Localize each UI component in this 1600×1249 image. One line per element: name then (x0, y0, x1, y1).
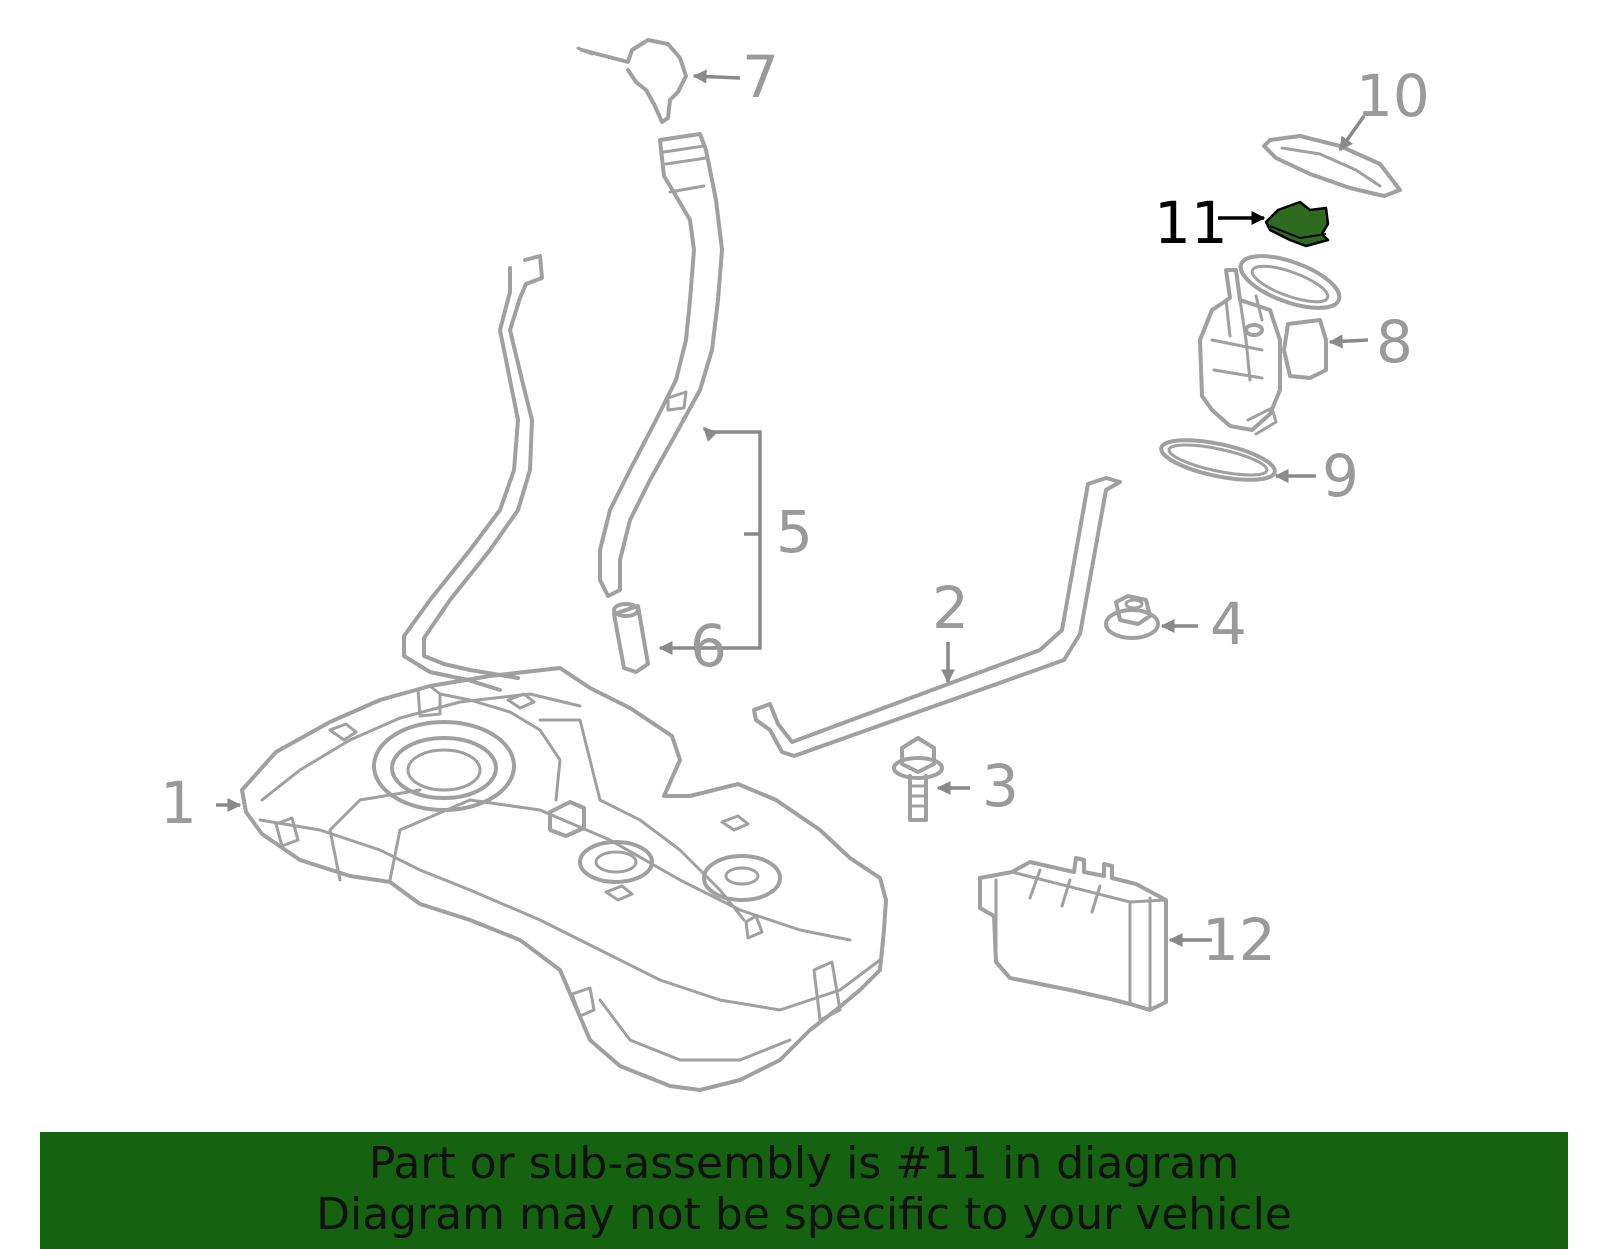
part-8-fuel-pump (1198, 254, 1342, 436)
part-1-fuel-tank (240, 666, 888, 1092)
part-7-filler-cap (576, 38, 688, 124)
banner-line-1: Part or sub-assembly is #11 in diagram (368, 1138, 1240, 1189)
callout-3: 3 (982, 752, 1019, 820)
part-10-seal-ring (1262, 134, 1402, 198)
part-9-gasket (1159, 438, 1277, 482)
banner-line-2: Diagram may not be specific to your vehi… (316, 1189, 1292, 1240)
callout-5: 5 (776, 498, 813, 566)
part-6-hose (612, 602, 650, 674)
part-12-control-module (978, 856, 1168, 1012)
callout-12: 12 (1202, 906, 1276, 974)
callout-1: 1 (160, 769, 197, 837)
part-11-highlighted (1264, 200, 1330, 248)
callout-8: 8 (1376, 308, 1413, 376)
callout-11: 11 (1154, 189, 1228, 257)
part-4-nut (1104, 594, 1160, 640)
callout-10: 10 (1356, 62, 1430, 130)
callout-9: 9 (1322, 442, 1359, 510)
callout-2: 2 (932, 574, 969, 642)
part-2-tank-strap (752, 476, 1122, 758)
part-5-filler-neck (598, 132, 724, 598)
callout-4: 4 (1210, 590, 1247, 658)
callout-6: 6 (690, 612, 727, 680)
callout-arrows (216, 69, 1369, 947)
info-banner: Part or sub-assembly is #11 in diagram D… (40, 1132, 1568, 1249)
callout-7: 7 (742, 43, 779, 111)
part-3-bolt (892, 736, 944, 822)
vent-line (402, 254, 544, 692)
